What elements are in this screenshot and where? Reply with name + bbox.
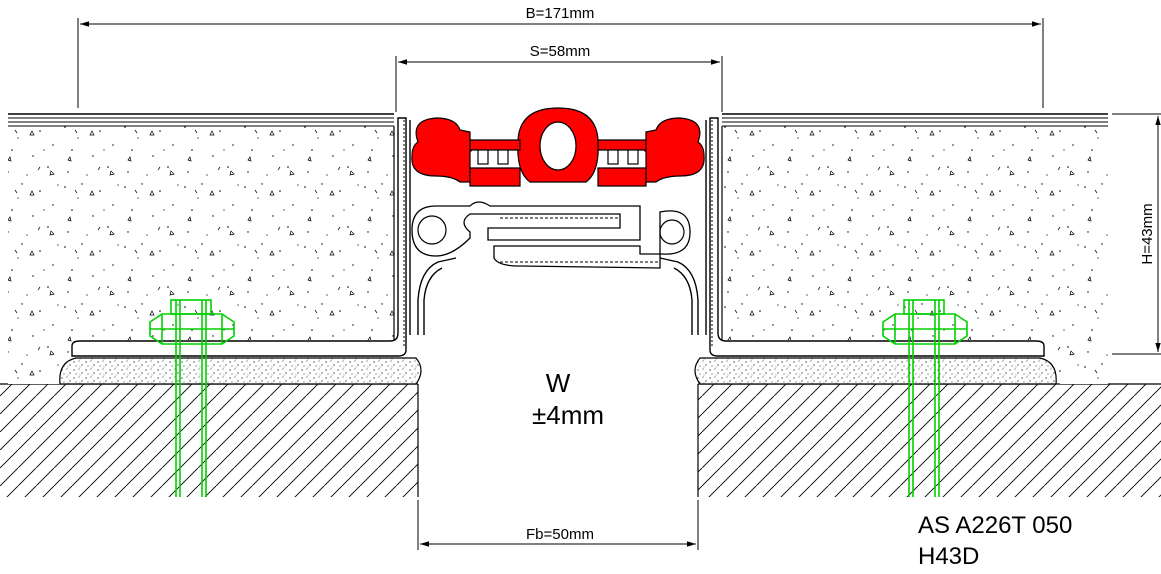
substrate-left — [0, 383, 419, 497]
joint-body — [409, 120, 707, 335]
gap-label: W — [546, 368, 571, 398]
steel-profile-right — [709, 117, 1045, 357]
dimension-seal-width — [395, 56, 723, 112]
grout-bed-left — [59, 357, 422, 385]
product-code-line1: AS A226T 050 — [918, 512, 1072, 539]
concrete-nosing-right — [721, 126, 1108, 384]
seal-width-label: S=58mm — [530, 43, 590, 60]
concrete-nosing-left — [8, 126, 395, 384]
steel-profile-left — [71, 117, 407, 357]
substrate-right — [697, 383, 1161, 497]
height-label: H=43mm — [1139, 203, 1156, 264]
anchor-bolt-left — [149, 299, 235, 497]
rubber-seal — [411, 107, 705, 187]
grout-bed-right — [694, 357, 1057, 385]
dimension-height — [1112, 113, 1161, 355]
dimension-overall-width — [77, 18, 1044, 108]
dimension-base-width — [417, 500, 699, 550]
gap-tolerance: ±4mm — [532, 400, 604, 430]
road-surface — [8, 113, 1108, 127]
anchor-bolt-right — [882, 299, 968, 497]
lower-comb-profile — [411, 201, 691, 269]
base-width-label: Fb=50mm — [526, 526, 594, 543]
product-code-line2: H43D — [918, 543, 979, 570]
overall-width-label: B=171mm — [526, 5, 595, 22]
